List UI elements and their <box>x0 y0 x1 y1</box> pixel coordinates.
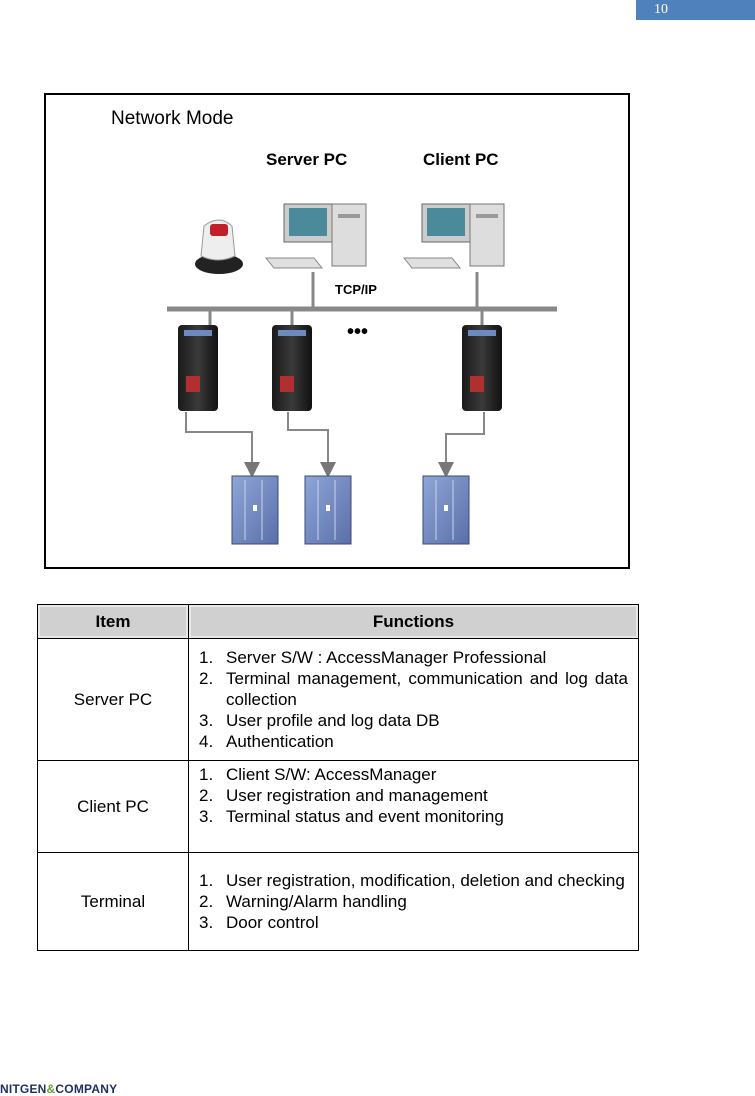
tcp-ip-label: TCP/IP <box>335 282 377 297</box>
terminal-icon <box>178 325 218 411</box>
table-row: Terminal User registration, modification… <box>37 852 639 951</box>
ellipsis-label: ••• <box>347 321 368 343</box>
company-logo: NITGEN&COMPANY <box>0 1082 117 1096</box>
logo-text: COMPANY <box>55 1082 118 1096</box>
page-number: 10 <box>636 0 755 20</box>
logo-text: NITGEN <box>0 1082 47 1096</box>
server-pc-label: Server PC <box>266 150 348 169</box>
function-item: User registration and management <box>199 785 628 806</box>
function-item: User registration, modification, deletio… <box>199 870 628 891</box>
terminal-icon <box>272 325 312 411</box>
item-cell: Client PC <box>37 760 189 853</box>
item-cell: Server PC <box>37 638 189 761</box>
function-item: Terminal status and event monitoring <box>199 806 628 827</box>
client-pc-icon <box>402 203 505 269</box>
table-row: Client PC Client S/W: AccessManager User… <box>37 760 639 853</box>
functions-cell: User registration, modification, deletio… <box>188 852 639 951</box>
terminal-icon <box>462 325 502 411</box>
fingerprint-reader-icon <box>195 219 243 274</box>
function-item: Door control <box>199 912 628 933</box>
item-header: Item <box>37 604 189 639</box>
logo-ampersand: & <box>46 1082 56 1096</box>
functions-cell: Server S/W : AccessManager Professional … <box>188 638 639 761</box>
door-icon <box>422 475 470 545</box>
function-item: Authentication <box>199 731 628 752</box>
functions-table: Item Functions Server PC Server S/W : Ac… <box>37 604 639 951</box>
diagram-title: Network Mode <box>111 108 234 129</box>
functions-cell: Client S/W: AccessManager User registrat… <box>188 760 639 853</box>
door-icon <box>231 475 279 545</box>
function-item: Warning/Alarm handling <box>199 891 628 912</box>
item-cell: Terminal <box>37 852 189 951</box>
network-diagram: ••• <box>167 203 557 545</box>
function-item: User profile and log data DB <box>199 710 628 731</box>
function-item: Terminal management, communication and l… <box>199 668 628 710</box>
function-item: Server S/W : AccessManager Professional <box>199 647 628 668</box>
client-pc-label: Client PC <box>423 150 499 169</box>
server-pc-icon <box>264 203 367 269</box>
door-icon <box>304 475 352 545</box>
table-row: Server PC Server S/W : AccessManager Pro… <box>37 638 639 761</box>
functions-header: Functions <box>188 604 639 639</box>
function-item: Client S/W: AccessManager <box>199 764 628 785</box>
